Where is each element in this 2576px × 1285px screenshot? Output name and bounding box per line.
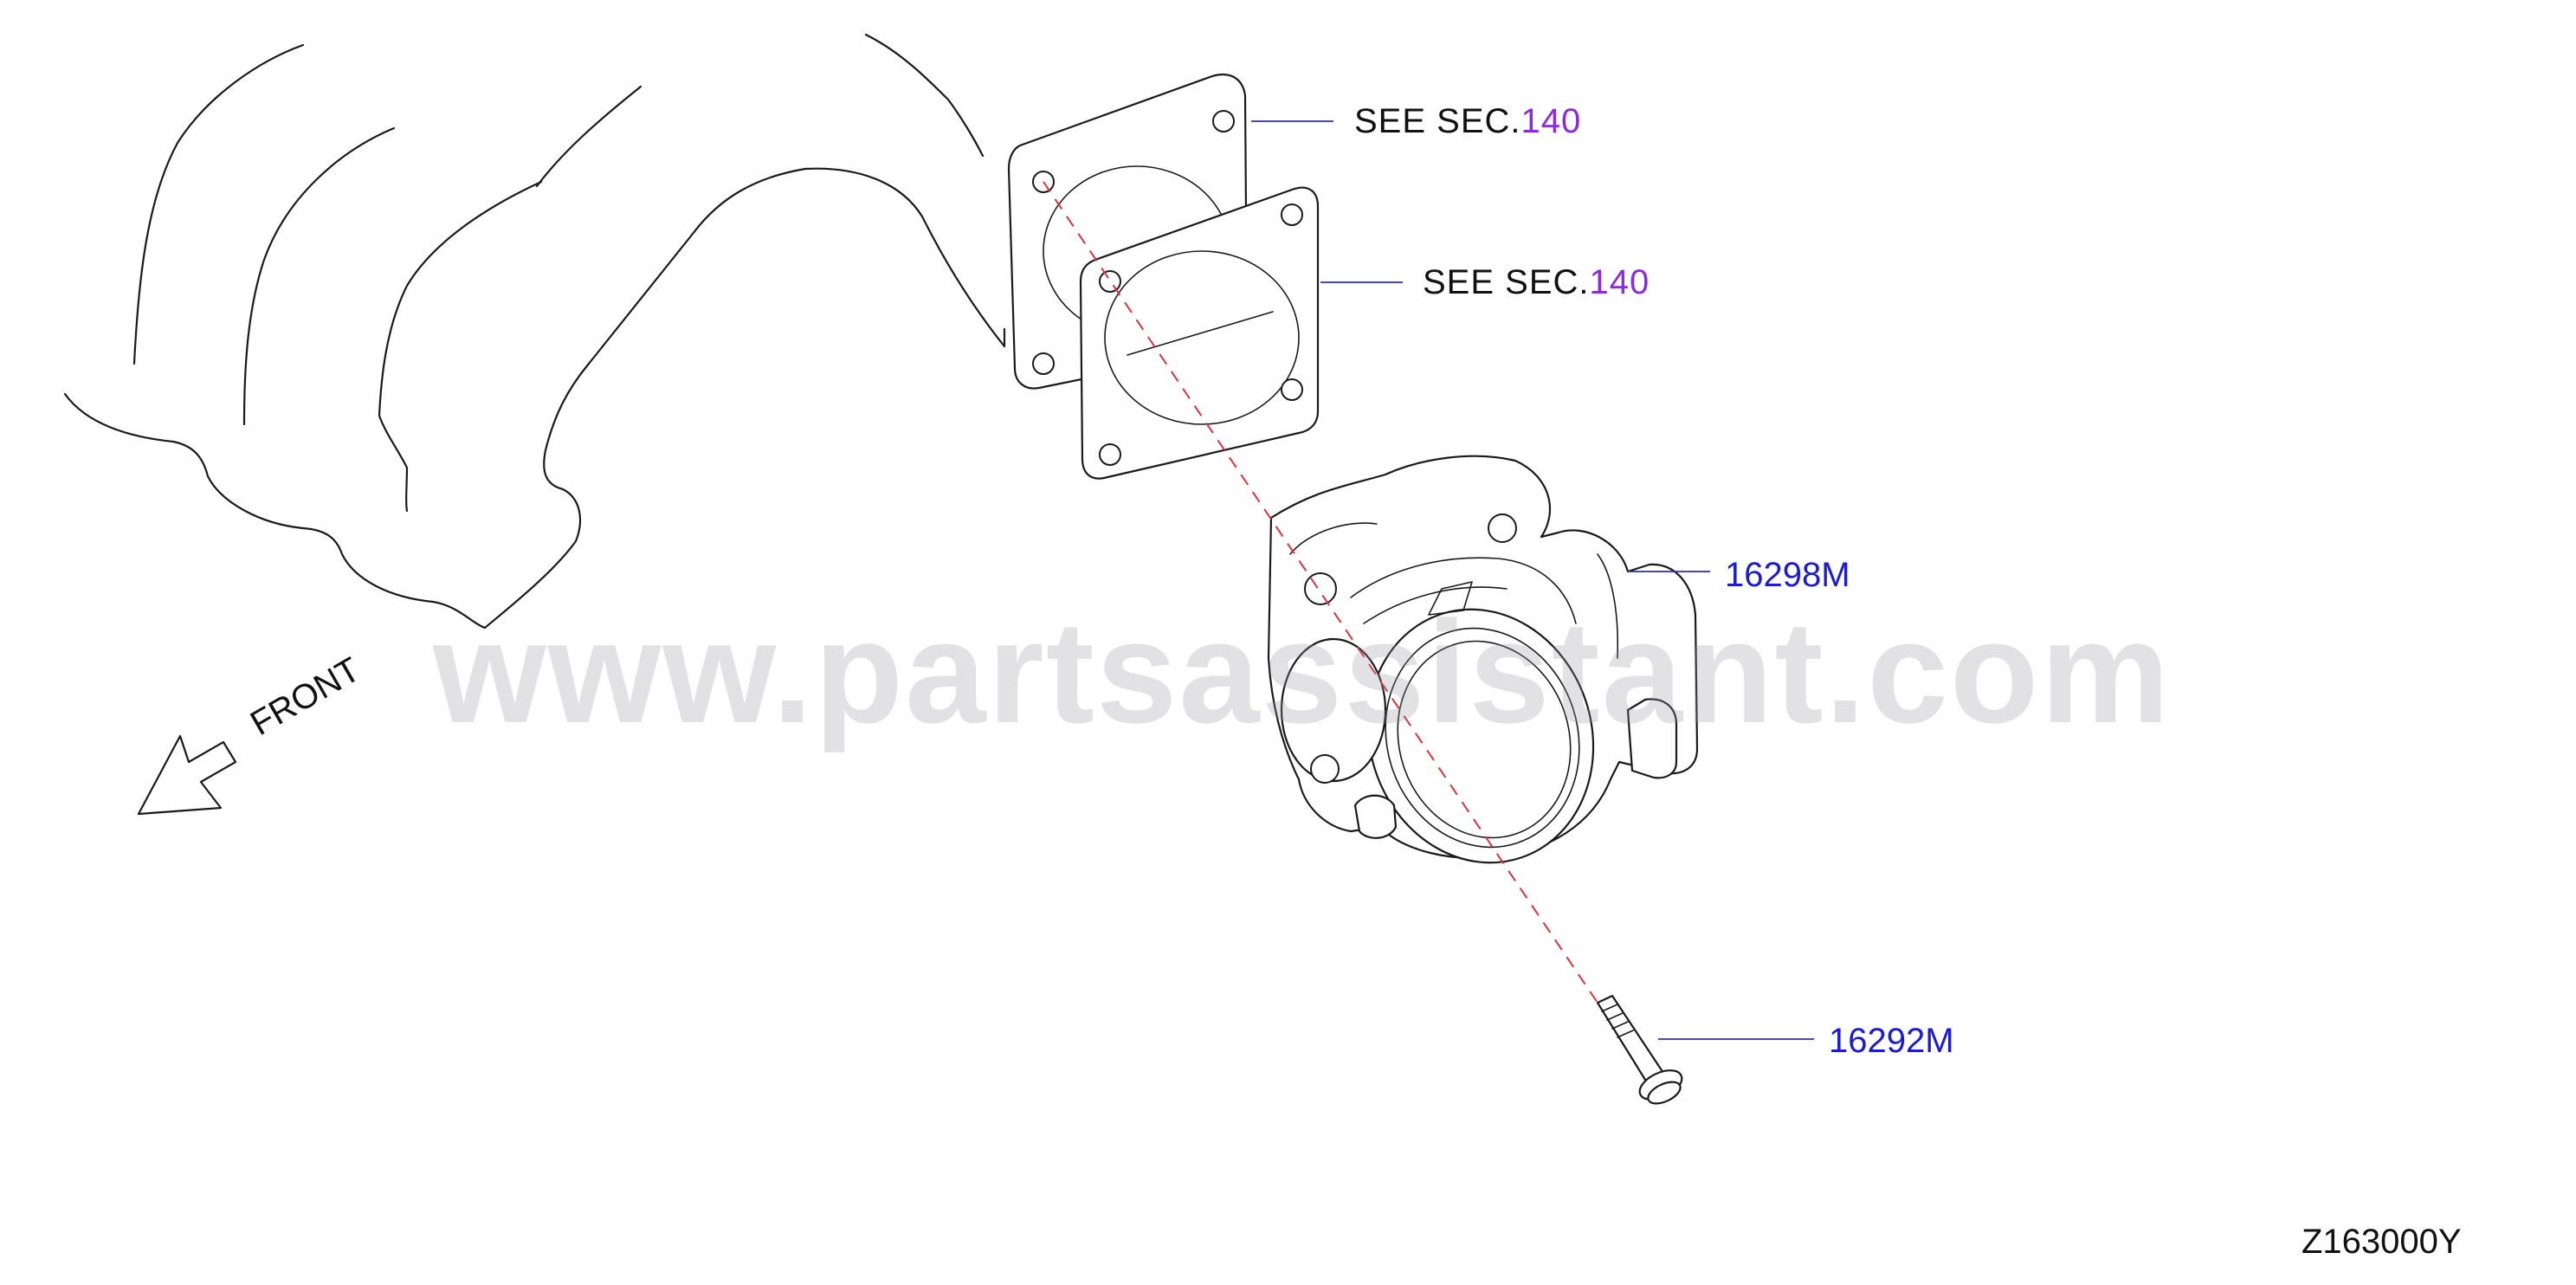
- throttle-body: [1267, 455, 1699, 864]
- callout-upper-gasket[interactable]: SEE SEC.140: [1354, 104, 1581, 139]
- section-link-140[interactable]: 140: [1589, 263, 1650, 301]
- callout-lower-gasket[interactable]: SEE SEC.140: [1423, 265, 1650, 300]
- intake-manifold: [63, 33, 1006, 630]
- lower-gasket: [1079, 186, 1320, 480]
- part-number-bolt[interactable]: 16292M: [1829, 1022, 1954, 1060]
- watermark: www.partsassistant.com: [433, 591, 2172, 753]
- front-arrow-icon: [137, 734, 237, 816]
- see-section-prefix: SEE SEC.: [1354, 102, 1521, 140]
- diagram-id: Z163000Y: [2302, 1223, 2462, 1261]
- section-link-140[interactable]: 140: [1520, 102, 1582, 140]
- bolt: [1596, 994, 1683, 1105]
- see-section-prefix: SEE SEC.: [1423, 263, 1590, 301]
- part-number-throttle-body[interactable]: 16298M: [1725, 556, 1850, 594]
